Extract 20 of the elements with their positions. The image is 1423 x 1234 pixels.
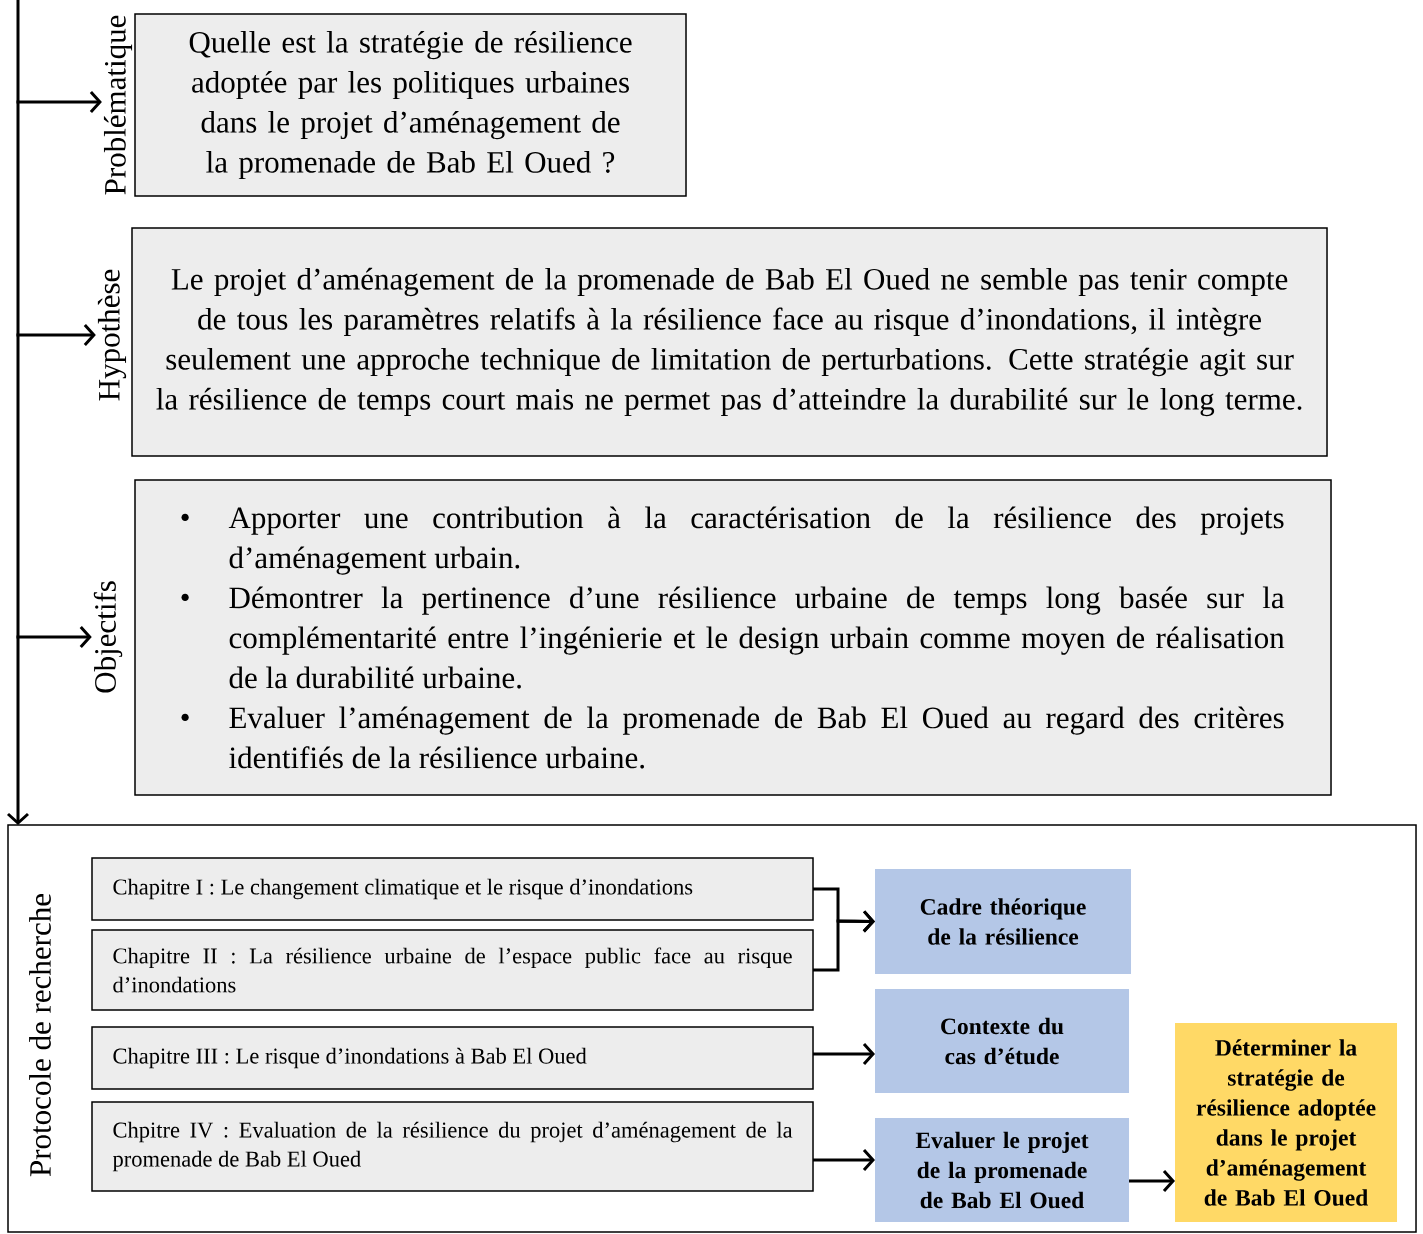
side-heading: Hypothèse: [97, 269, 127, 401]
chapter-box: Chapitre II : La résilience urbaine de l’espace public face au risque d’inondations: [91, 929, 814, 1011]
result-box: Evaluer le projet de la promenade de Bab El Oued: [875, 1118, 1129, 1222]
chapter-box: Chapitre III : Le risque d’inondations à Bab El Oued: [91, 1026, 814, 1090]
arrow: [813, 1149, 875, 1171]
chapter-box: Chpitre IV : Evaluation de la résilience du projet d’aménagement de la promenade de Bab El Oued: [91, 1101, 814, 1192]
bullet-list-box: Apporter une contribution à la caractérisation de la résilience des projets d’aménagement urbain. Démontrer la pertinence d’une résilience urbaine de temps long basée sur la complémentarité entre l’ingénierie et le design urbain comme moyen de réalisation de la durabilité urbaine. Evaluer l’aménagement de la promenade de Bab El Oued au regard des critères identifiés de la résilience urbaine.: [134, 479, 1332, 796]
arrow: [813, 910, 875, 972]
chapter-box: Chapitre I : Le changement climatique et le risque d’inondations: [91, 857, 814, 921]
result-box: Contexte du cas d’étude: [875, 989, 1129, 1093]
side-heading: Objectifs: [93, 581, 123, 693]
arrow: [813, 1043, 875, 1065]
result-box: Déterminer la stratégie de résilience adoptée dans le projet d’aménagement de Bab El Oued: [1175, 1023, 1397, 1222]
text-box: Le projet d’aménagement de la promenade de Bab El Oued ne semble pas tenir compte de tous les paramètres relatifs à la résilience face au risque d’inondations, il intègre seulement une approche technique de limitation de perturbations. Cette stratégie agit sur la résilience de temps court mais ne permet pas d’atteindre la durabilité sur le long terme.: [131, 227, 1328, 457]
frame-heading: Protocole de recherche: [29, 894, 51, 1177]
result-box: Cadre théorique de la résilience: [875, 869, 1131, 974]
arrow: [1129, 1170, 1175, 1193]
side-heading: Problématique: [103, 15, 133, 195]
arrow: [7, 0, 29, 825]
text-box: Quelle est la stratégie de résilience adoptée par les politiques urbaines dans le projet d’aménagement de la promenade de Bab El Oued ?: [134, 13, 687, 197]
